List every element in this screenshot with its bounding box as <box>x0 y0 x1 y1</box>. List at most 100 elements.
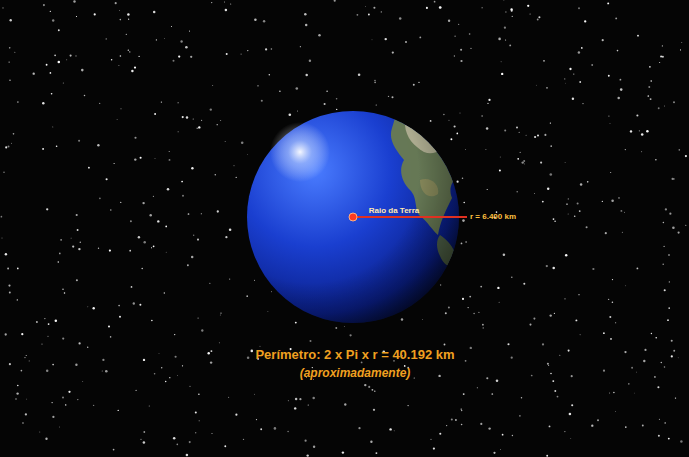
star <box>458 24 459 25</box>
star <box>579 334 581 336</box>
star <box>469 296 471 298</box>
star <box>181 181 183 183</box>
star <box>579 210 581 212</box>
star <box>76 16 77 17</box>
star <box>9 47 11 49</box>
star <box>8 285 10 287</box>
star <box>143 431 145 433</box>
star <box>468 307 469 308</box>
star <box>591 64 593 66</box>
star <box>673 350 675 352</box>
star <box>547 187 549 189</box>
star <box>662 264 663 265</box>
star <box>569 68 571 70</box>
star <box>548 365 549 366</box>
star <box>9 79 11 81</box>
star <box>448 120 449 121</box>
star <box>199 420 200 421</box>
star <box>335 327 337 329</box>
star <box>149 214 151 216</box>
star <box>44 318 45 319</box>
star <box>501 73 503 75</box>
star <box>661 362 663 364</box>
star <box>463 202 465 204</box>
star <box>662 56 664 58</box>
star <box>512 435 513 436</box>
star <box>24 357 25 358</box>
star <box>10 19 12 21</box>
star <box>680 49 681 50</box>
star <box>639 130 640 131</box>
star <box>39 431 41 433</box>
star <box>263 20 265 22</box>
star <box>391 96 393 98</box>
star <box>296 87 299 90</box>
perimeter-formula: Perímetro: 2 x Pi x r = 40.192 km <box>255 347 454 362</box>
star <box>167 188 170 191</box>
radius-label: Raio da Terra <box>369 206 420 215</box>
star <box>498 38 501 41</box>
star <box>165 381 166 382</box>
star <box>60 239 62 241</box>
star <box>210 108 212 110</box>
star <box>21 370 23 372</box>
star <box>313 446 315 448</box>
star <box>305 74 307 76</box>
star <box>289 113 292 116</box>
star <box>371 39 373 41</box>
star <box>309 340 311 342</box>
star <box>668 438 670 440</box>
star <box>457 181 459 183</box>
star <box>580 183 583 186</box>
star <box>566 203 568 205</box>
star <box>134 67 136 69</box>
star <box>357 14 359 16</box>
star <box>384 38 386 40</box>
star <box>240 53 241 54</box>
star <box>663 105 665 107</box>
star <box>139 304 141 306</box>
star <box>226 53 228 55</box>
star <box>63 83 64 84</box>
star <box>414 378 415 379</box>
star <box>650 80 652 82</box>
star <box>373 409 375 411</box>
star <box>636 114 638 116</box>
star <box>97 144 99 146</box>
star <box>143 359 145 361</box>
star <box>274 427 277 430</box>
star <box>93 405 94 406</box>
star <box>11 142 13 144</box>
star <box>393 430 395 432</box>
radius-line <box>353 216 467 218</box>
star <box>550 122 551 123</box>
star <box>641 133 644 136</box>
star <box>108 325 110 327</box>
star <box>646 130 649 133</box>
star <box>101 370 103 372</box>
star <box>188 213 190 215</box>
star <box>578 294 579 295</box>
star <box>219 342 220 343</box>
star <box>554 221 556 223</box>
specular-highlight <box>270 122 330 182</box>
star <box>247 50 248 51</box>
star <box>430 120 432 122</box>
star <box>546 265 548 267</box>
star <box>161 101 162 102</box>
star <box>522 161 524 163</box>
star <box>570 438 572 440</box>
star <box>650 98 652 100</box>
star <box>669 213 671 215</box>
star <box>470 347 472 349</box>
approximation-note: (aproximadamente) <box>300 366 411 380</box>
star <box>210 350 212 352</box>
star <box>624 351 626 353</box>
star <box>620 79 622 81</box>
star <box>672 227 675 230</box>
star <box>94 13 96 15</box>
star <box>537 19 539 21</box>
star <box>554 390 556 392</box>
star <box>110 209 112 211</box>
